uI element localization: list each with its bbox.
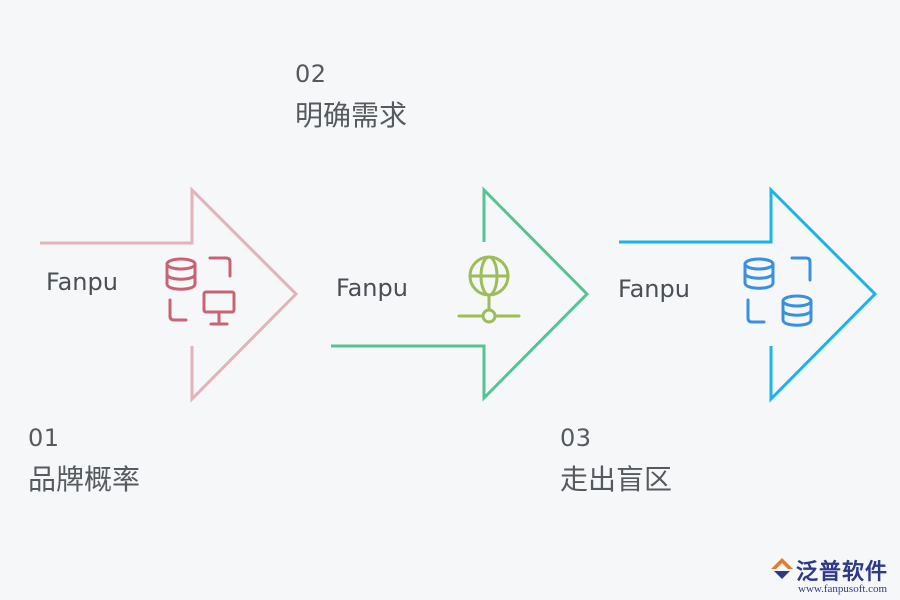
step-1-label: 品牌概率 bbox=[28, 463, 141, 496]
step-3-number: 03 bbox=[560, 424, 592, 452]
logo-name: 泛普软件 bbox=[796, 560, 889, 585]
step-1-arrow bbox=[40, 186, 299, 403]
step-3-label: 走出盲区 bbox=[560, 463, 673, 496]
step-2-arrow bbox=[331, 186, 590, 402]
database-monitor-icon bbox=[165, 256, 236, 326]
step-2-label: 明确需求 bbox=[295, 99, 408, 132]
database-sync-icon bbox=[743, 256, 813, 327]
step-1-number: 01 bbox=[28, 424, 60, 452]
step-1-arrow-text: Fanpu bbox=[46, 268, 118, 296]
globe-network-icon bbox=[457, 255, 521, 324]
step-2-number: 02 bbox=[295, 60, 327, 88]
step-3-arrow bbox=[619, 186, 878, 403]
logo-url: www.fanpusoft.com bbox=[798, 583, 888, 595]
step-3-arrow-text: Fanpu bbox=[618, 275, 690, 303]
fanpu-logo: 泛普软件 www.fanpusoft.com bbox=[768, 554, 892, 596]
fanpu-logo-mark-icon bbox=[771, 558, 793, 579]
step-2-arrow-text: Fanpu bbox=[336, 274, 408, 302]
